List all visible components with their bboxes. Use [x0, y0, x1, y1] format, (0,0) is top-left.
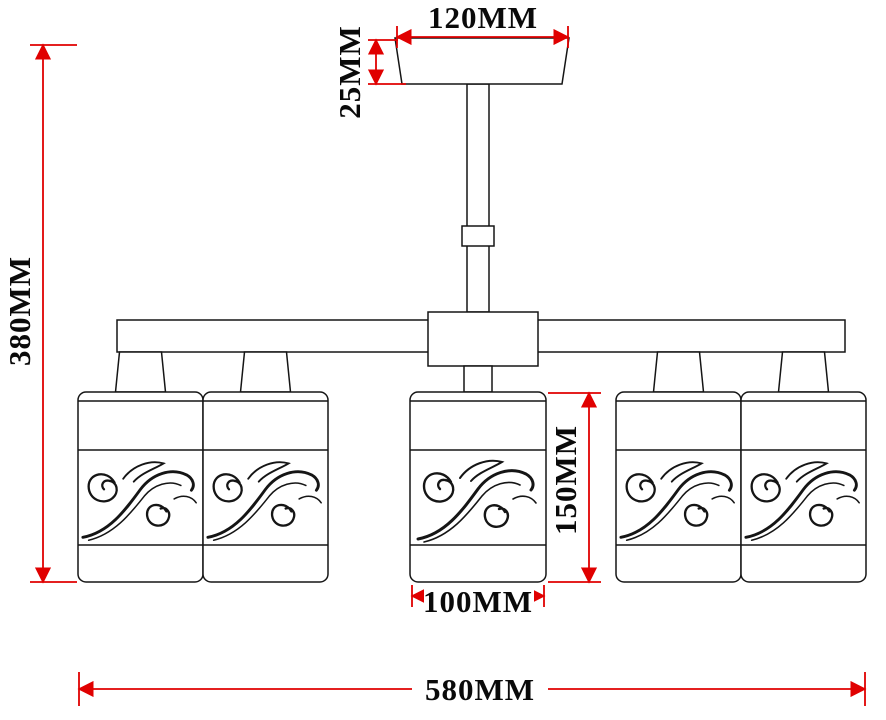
socket-left-outer	[114, 351, 167, 393]
center-hub	[427, 311, 539, 393]
lamp-shade-center	[409, 391, 547, 583]
dim-label-overall-width: 580MM	[425, 672, 535, 707]
ceiling-canopy	[394, 37, 570, 85]
dim-overall-width: 580MM	[77, 671, 867, 707]
socket-left-inner	[239, 351, 292, 393]
lamp-sockets	[114, 351, 830, 393]
dim-canopy-height: 25MM	[332, 25, 406, 119]
dim-label-canopy-width: 120MM	[428, 0, 538, 35]
center-neck	[463, 365, 493, 393]
lamp-shade-left-outer	[77, 391, 204, 583]
dim-label-shade-height: 150MM	[548, 425, 583, 535]
dim-label-shade-width: 100MM	[423, 584, 533, 619]
stem	[461, 83, 495, 313]
dim-canopy-width: 120MM	[395, 0, 570, 48]
dim-shade-width: 100MM	[410, 584, 546, 619]
stem-joint	[461, 225, 495, 247]
lamp-shade-left-inner	[202, 391, 329, 583]
dim-shade-height: 150MM	[548, 391, 601, 584]
dim-label-canopy-height: 25MM	[332, 25, 367, 119]
socket-right-outer	[777, 351, 830, 393]
lamp-shade-right-outer	[740, 391, 867, 583]
lamp-shade-right-inner	[615, 391, 742, 583]
socket-right-inner	[652, 351, 705, 393]
dim-overall-height: 380MM	[2, 43, 77, 584]
dim-label-overall-height: 380MM	[2, 256, 37, 366]
